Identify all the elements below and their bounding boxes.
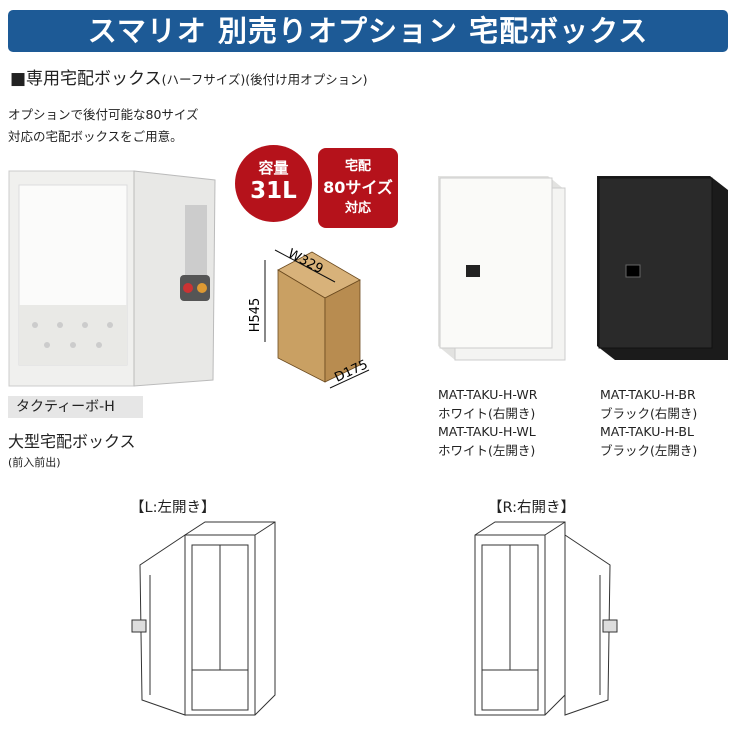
intro-line-2: 対応の宅配ボックスをご用意。 xyxy=(8,129,183,144)
capacity-value: 31L xyxy=(250,178,297,204)
height-label: H545 xyxy=(248,298,263,333)
right-open-label: 【R:右開き】 xyxy=(488,500,576,516)
intro-line-1: オプションで後付可能な80サイズ xyxy=(8,107,199,122)
black-box-photo xyxy=(597,176,728,360)
left-open-diagram xyxy=(131,521,276,716)
model-wl: MAT-TAKU-H-WL xyxy=(438,424,536,439)
product-tag: タクティーボ-H xyxy=(8,396,143,418)
black-product-labels: MAT-TAKU-H-BR ブラック(右開き) MAT-TAKU-H-BL ブラック(… xyxy=(600,386,697,460)
delivery-size-badge: 宅配 80サイズ対応 xyxy=(318,148,398,228)
model-br: MAT-TAKU-H-BR xyxy=(600,387,696,402)
takutybo-photo xyxy=(8,170,216,387)
capacity-label: 容量 xyxy=(258,159,289,177)
section-title-main: ■専用宅配ボックス xyxy=(10,69,162,89)
section-subtitle: (ハーフサイズ)(後付け用オプション) xyxy=(161,72,368,87)
model-wr: MAT-TAKU-H-WR xyxy=(438,387,538,402)
color-br: ブラック(右開き) xyxy=(600,405,698,421)
right-open-diagram xyxy=(474,521,618,716)
delivery-line-2: 80サイズ xyxy=(323,178,393,197)
white-product-labels: MAT-TAKU-H-WR ホワイト(右開き) MAT-TAKU-H-WL ホワイト(… xyxy=(438,386,537,460)
product-note: (前入前出) xyxy=(8,456,61,469)
section-title: ■専用宅配ボックス(ハーフサイズ)(後付け用オプション) xyxy=(10,64,367,89)
delivery-line-1: 宅配 xyxy=(344,159,371,174)
product-photos xyxy=(438,176,728,361)
color-bl: ブラック(左開き) xyxy=(600,442,698,458)
dimension-box-diagram: H545 W329 D175 xyxy=(248,246,370,389)
left-open-label: 【L:左開き】 xyxy=(130,500,216,516)
white-box-photo xyxy=(438,176,566,361)
color-wr: ホワイト(右開き) xyxy=(438,405,536,421)
model-bl: MAT-TAKU-H-BL xyxy=(600,424,694,439)
color-wl: ホワイト(左開き) xyxy=(438,442,536,458)
banner-title: スマリオ 別売りオプション 宅配ボックス xyxy=(8,10,728,52)
product-name: 大型宅配ボックス xyxy=(8,432,136,451)
delivery-line-3: 対応 xyxy=(344,201,371,216)
